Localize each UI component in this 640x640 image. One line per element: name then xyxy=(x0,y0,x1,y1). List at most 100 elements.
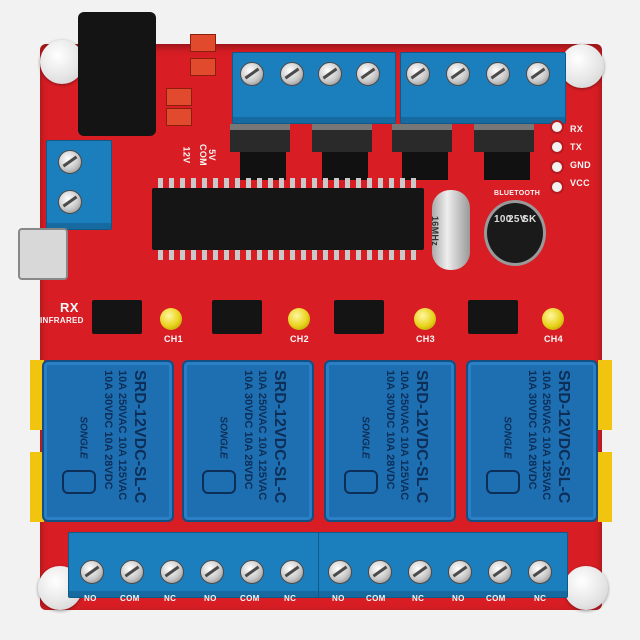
screw-left-1 xyxy=(58,150,82,174)
terminal-label-5: COM xyxy=(240,594,260,603)
bluetooth-pads xyxy=(550,120,564,194)
led-ch1 xyxy=(160,308,182,330)
optocoupler-2 xyxy=(212,300,262,334)
pin-header-2 xyxy=(322,152,368,180)
relay-3: SONGLE SRD-12VDC-SL-C 10A 250VAC 10A 125… xyxy=(324,360,456,522)
led-ch3 xyxy=(414,308,436,330)
relay-model: SRD-12VDC-SL-C xyxy=(271,370,288,504)
standoff-top-right xyxy=(560,44,604,88)
screw-top-5 xyxy=(406,62,430,86)
regulator-3 xyxy=(392,124,452,152)
screw-bottom-1 xyxy=(80,560,104,584)
relay-logo-icon xyxy=(486,470,520,494)
relay-brand: SONGLE xyxy=(359,416,371,459)
cap-text-3: SK xyxy=(522,214,537,225)
bottom-terminal-block-left xyxy=(68,532,320,598)
jumper-2 xyxy=(190,58,216,76)
screw-top-3 xyxy=(318,62,342,86)
terminal-label-3: NC xyxy=(164,594,177,603)
regulator-4 xyxy=(474,124,534,152)
dc-power-jack xyxy=(78,12,156,136)
screw-bottom-4 xyxy=(200,560,224,584)
relay-1: SONGLE SRD-12VDC-SL-C 10A 250VAC 10A 125… xyxy=(42,360,174,522)
optocoupler-3 xyxy=(334,300,384,334)
chip-bottom-pins xyxy=(158,250,420,260)
label-infrared: INFRARED xyxy=(40,316,84,325)
terminal-label-8: COM xyxy=(366,594,386,603)
screw-top-2 xyxy=(280,62,304,86)
label-ir-rx: RX xyxy=(60,300,79,315)
optocoupler-1 xyxy=(92,300,142,334)
jumper-3 xyxy=(166,88,192,106)
relay-rating-2: 10A 30VDC 10A 28VDC xyxy=(242,370,254,490)
relay-text: SRD-12VDC-SL-C 10A 250VAC 10A 125VAC 10A… xyxy=(526,370,572,503)
label-ch2: CH2 xyxy=(290,334,309,344)
screw-top-1 xyxy=(240,62,264,86)
relay-logo-icon xyxy=(344,470,378,494)
pin-header-1 xyxy=(240,152,286,180)
relay-rating-1: 10A 250VAC 10A 125VAC xyxy=(540,370,552,501)
standoff-bottom-right xyxy=(564,566,608,610)
screw-bottom-6 xyxy=(280,560,304,584)
screw-bottom-2 xyxy=(120,560,144,584)
pad-gnd xyxy=(550,160,564,174)
terminal-label-6: NC xyxy=(284,594,297,603)
label-vcc: VCC xyxy=(570,178,590,188)
led-ch2 xyxy=(288,308,310,330)
label-12v: 12V xyxy=(181,146,192,164)
pad-vcc xyxy=(550,180,564,194)
relay-rating-2: 10A 30VDC 10A 28VDC xyxy=(102,370,114,490)
standoff-top-left xyxy=(40,40,84,84)
screw-top-8 xyxy=(526,62,550,86)
terminal-label-7: NO xyxy=(332,594,345,603)
terminal-label-12: NC xyxy=(534,594,547,603)
terminal-label-10: NO xyxy=(452,594,465,603)
electrolytic-capacitor xyxy=(484,200,546,266)
screw-bottom-12 xyxy=(528,560,552,584)
yellow-capacitor-right-2 xyxy=(598,452,612,522)
label-ch3: CH3 xyxy=(416,334,435,344)
screw-bottom-8 xyxy=(368,560,392,584)
relay-rating-2: 10A 30VDC 10A 28VDC xyxy=(384,370,396,490)
label-rx: RX xyxy=(570,124,584,134)
relay-rating-1: 10A 250VAC 10A 125VAC xyxy=(398,370,410,501)
chip-top-pins xyxy=(158,178,420,188)
yellow-capacitor-left xyxy=(30,360,44,430)
bottom-terminal-block-right xyxy=(318,532,568,598)
screw-bottom-7 xyxy=(328,560,352,584)
label-5v: 5V xyxy=(206,149,217,161)
screw-bottom-11 xyxy=(488,560,512,584)
jumper-4 xyxy=(166,108,192,126)
cap-text-1: 100 xyxy=(494,214,512,225)
label-ch4: CH4 xyxy=(544,334,563,344)
optocoupler-4 xyxy=(468,300,518,334)
screw-bottom-5 xyxy=(240,560,264,584)
label-tx: TX xyxy=(570,142,583,152)
screw-left-2 xyxy=(58,190,82,214)
yellow-capacitor-left-2 xyxy=(30,452,44,522)
relay-rating-1: 10A 250VAC 10A 125VAC xyxy=(116,370,128,501)
relay-brand: SONGLE xyxy=(77,416,89,459)
relay-model: SRD-12VDC-SL-C xyxy=(413,370,430,504)
relay-logo-icon xyxy=(202,470,236,494)
terminal-label-11: COM xyxy=(486,594,506,603)
yellow-capacitor-right xyxy=(598,360,612,430)
label-ch1: CH1 xyxy=(164,334,183,344)
led-ch4 xyxy=(542,308,564,330)
jumper-1 xyxy=(190,34,216,52)
crystal-text: 16MHz xyxy=(430,215,441,247)
terminal-label-1: NO xyxy=(84,594,97,603)
crystal-oscillator xyxy=(432,190,470,270)
label-bluetooth: BLUETOOTH xyxy=(494,190,541,197)
pin-header-4 xyxy=(484,152,530,180)
relay-text: SRD-12VDC-SL-C 10A 250VAC 10A 125VAC 10A… xyxy=(102,370,148,503)
screw-bottom-9 xyxy=(408,560,432,584)
screw-bottom-3 xyxy=(160,560,184,584)
relay-logo-icon xyxy=(62,470,96,494)
terminal-label-4: NO xyxy=(204,594,217,603)
relay-2: SONGLE SRD-12VDC-SL-C 10A 250VAC 10A 125… xyxy=(182,360,314,522)
regulator-1 xyxy=(230,124,290,152)
screw-top-4 xyxy=(356,62,380,86)
relay-model: SRD-12VDC-SL-C xyxy=(555,370,572,504)
